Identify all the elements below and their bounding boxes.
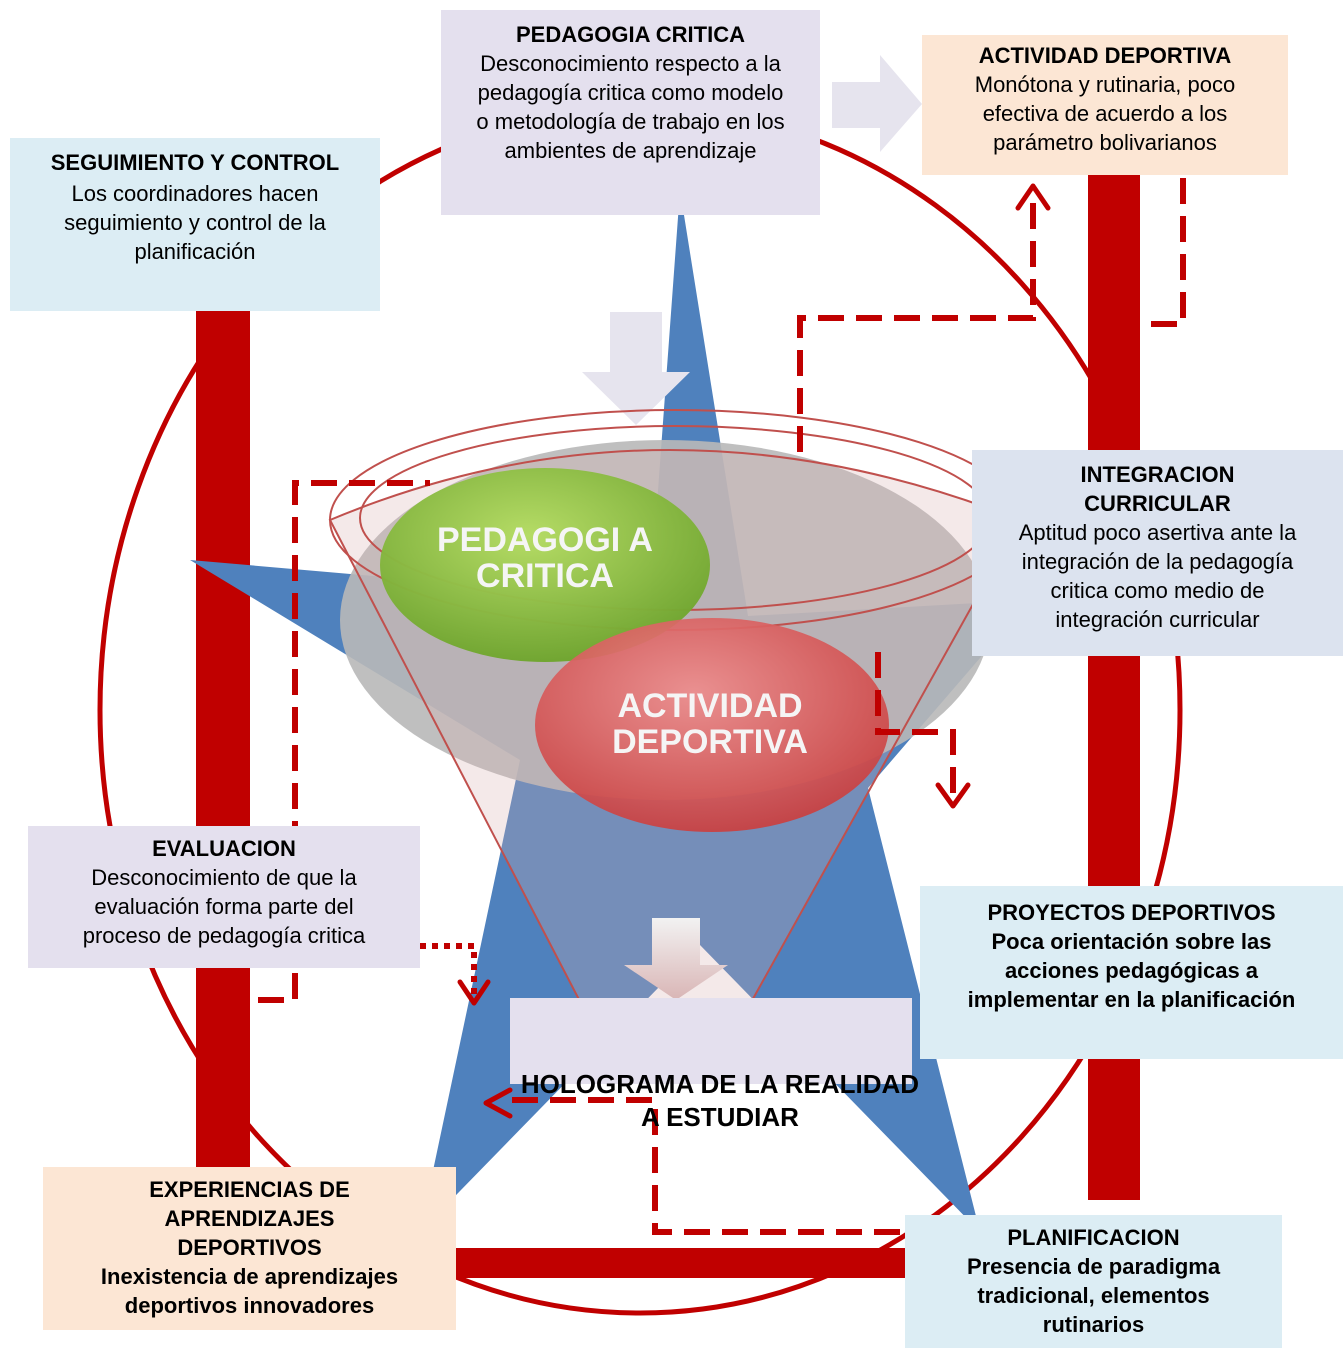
box-seguimiento-control-body: Los coordinadores hacen seguimiento y co… (64, 181, 326, 264)
box-seguimiento-control: SEGUIMIENTO Y CONTROL Los coordinadores … (10, 138, 380, 311)
dashed-right-down (875, 652, 956, 800)
box-experiencias-title: EXPERIENCIAS DE APRENDIZAJES DEPORTIVOS (149, 1177, 350, 1260)
box-proyectos-deportivos-body: Poca orientación sobre las acciones peda… (967, 929, 1296, 1012)
dotted-evaluacion-link (420, 943, 477, 996)
box-evaluacion-title: EVALUACION (152, 836, 296, 861)
hologram-box (510, 998, 912, 1084)
box-planificacion-body: Presencia de paradigma tradicional, elem… (966, 1254, 1221, 1337)
dashed-top-right-loop (797, 195, 1036, 452)
box-actividad-deportiva-title: ACTIVIDAD DEPORTIVA (978, 43, 1232, 68)
down-arrow-top (582, 312, 690, 425)
box-pedagogia-critica-body: Desconocimiento respecto a la pedagogía … (476, 51, 785, 163)
arrowhead-up-icon (1015, 183, 1051, 211)
green-ellipse (380, 468, 710, 662)
dashed-connectors (258, 178, 1186, 1235)
arrowhead-down-icon (935, 782, 971, 809)
box-pedagogia-critica-title: PEDAGOGIA CRITICA (516, 22, 745, 47)
funnel-out-arrow (624, 918, 728, 1000)
left-red-bar (196, 290, 250, 1190)
box-integracion-curricular: INTEGRACION CURRICULAR Aptitud poco aser… (972, 450, 1343, 656)
box-actividad-deportiva-body: Monótona y rutinaria, poco efectiva de a… (974, 72, 1236, 155)
box-actividad-deportiva: ACTIVIDAD DEPORTIVA Monótona y rutinaria… (922, 35, 1288, 175)
box-experiencias: EXPERIENCIAS DE APRENDIZAJES DEPORTIVOS … (43, 1167, 456, 1330)
dashed-left-loop (258, 480, 430, 1003)
dashed-bottom-loop (500, 1097, 900, 1235)
right-arrow-top (832, 55, 922, 152)
box-integracion-curricular-title: INTEGRACION CURRICULAR (1080, 462, 1235, 516)
box-pedagogia-critica: PEDAGOGIA CRITICA Desconocimiento respec… (441, 10, 820, 215)
bottom-red-bar (450, 1248, 920, 1278)
box-experiencias-body: Inexistencia de aprendizajes deportivos … (100, 1264, 399, 1318)
arrowhead-left-icon (483, 1087, 513, 1119)
box-evaluacion-body: Desconocimiento de que la evaluación for… (82, 865, 366, 948)
box-planificacion-title: PLANIFICACION (1007, 1225, 1180, 1250)
red-ellipse (535, 618, 889, 832)
red-ellipse-label: ACTIVIDAD DEPORTIVA (612, 687, 808, 761)
box-seguimiento-control-title: SEGUIMIENTO Y CONTROL (50, 150, 340, 175)
box-proyectos-deportivos: PROYECTOS DEPORTIVOS Poca orientación so… (920, 886, 1343, 1059)
box-proyectos-deportivos-title: PROYECTOS DEPORTIVOS (987, 900, 1276, 925)
box-evaluacion: EVALUACION Desconocimiento de que la eva… (28, 826, 420, 968)
arrowhead-down-eval-icon (457, 979, 491, 1006)
green-ellipse-label: PEDAGOGI A CRITICA (437, 521, 653, 595)
box-planificacion: PLANIFICACION Presencia de paradigma tra… (905, 1215, 1282, 1348)
box-integracion-curricular-body: Aptitud poco asertiva ante la integració… (1018, 520, 1297, 632)
dashed-right-box-link (1138, 178, 1186, 327)
hologram-label: HOLOGRAMA DE LA REALIDAD A ESTUDIAR (520, 1069, 920, 1132)
